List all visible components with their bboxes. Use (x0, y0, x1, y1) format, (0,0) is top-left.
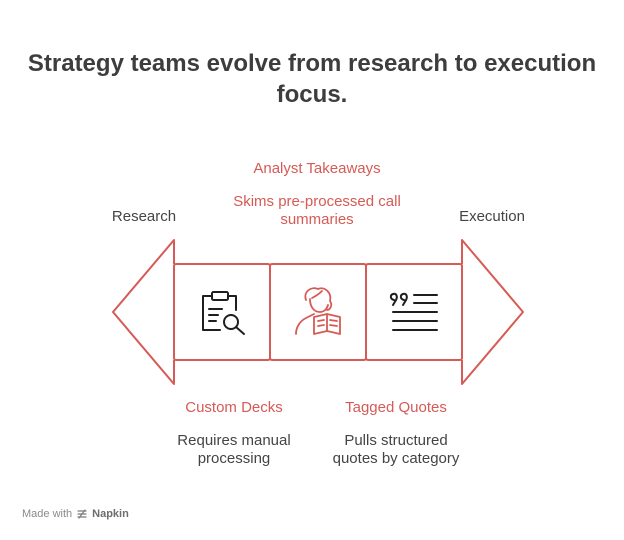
left-end-label: Research (111, 208, 177, 225)
clipboard-search-icon (202, 291, 245, 335)
stage-3-description: Pulls structured quotes by category (332, 432, 460, 467)
made-with-footer: Made with Napkin (22, 508, 129, 520)
left-arrow-head (112, 239, 175, 385)
stage-3-box (365, 263, 463, 361)
napkin-logo-icon (77, 509, 87, 519)
napkin-brand: Napkin (92, 508, 129, 520)
reading-person-icon (295, 287, 341, 335)
made-with-label: Made with (22, 508, 73, 520)
stage-1-description: Requires manual processing (177, 432, 291, 467)
stage-1-title: Custom Decks (185, 399, 283, 416)
right-end-label: Execution (459, 208, 525, 225)
stage-2-title: Analyst Takeaways (253, 160, 381, 177)
stage-2-description: Skims pre-processed call summaries (233, 193, 401, 228)
stage-3-title: Tagged Quotes (345, 399, 447, 416)
right-arrow-head (461, 239, 524, 385)
quote-lines-icon (389, 292, 438, 331)
page-title: Strategy teams evolve from research to e… (27, 50, 597, 108)
stage-1-box (173, 263, 271, 361)
